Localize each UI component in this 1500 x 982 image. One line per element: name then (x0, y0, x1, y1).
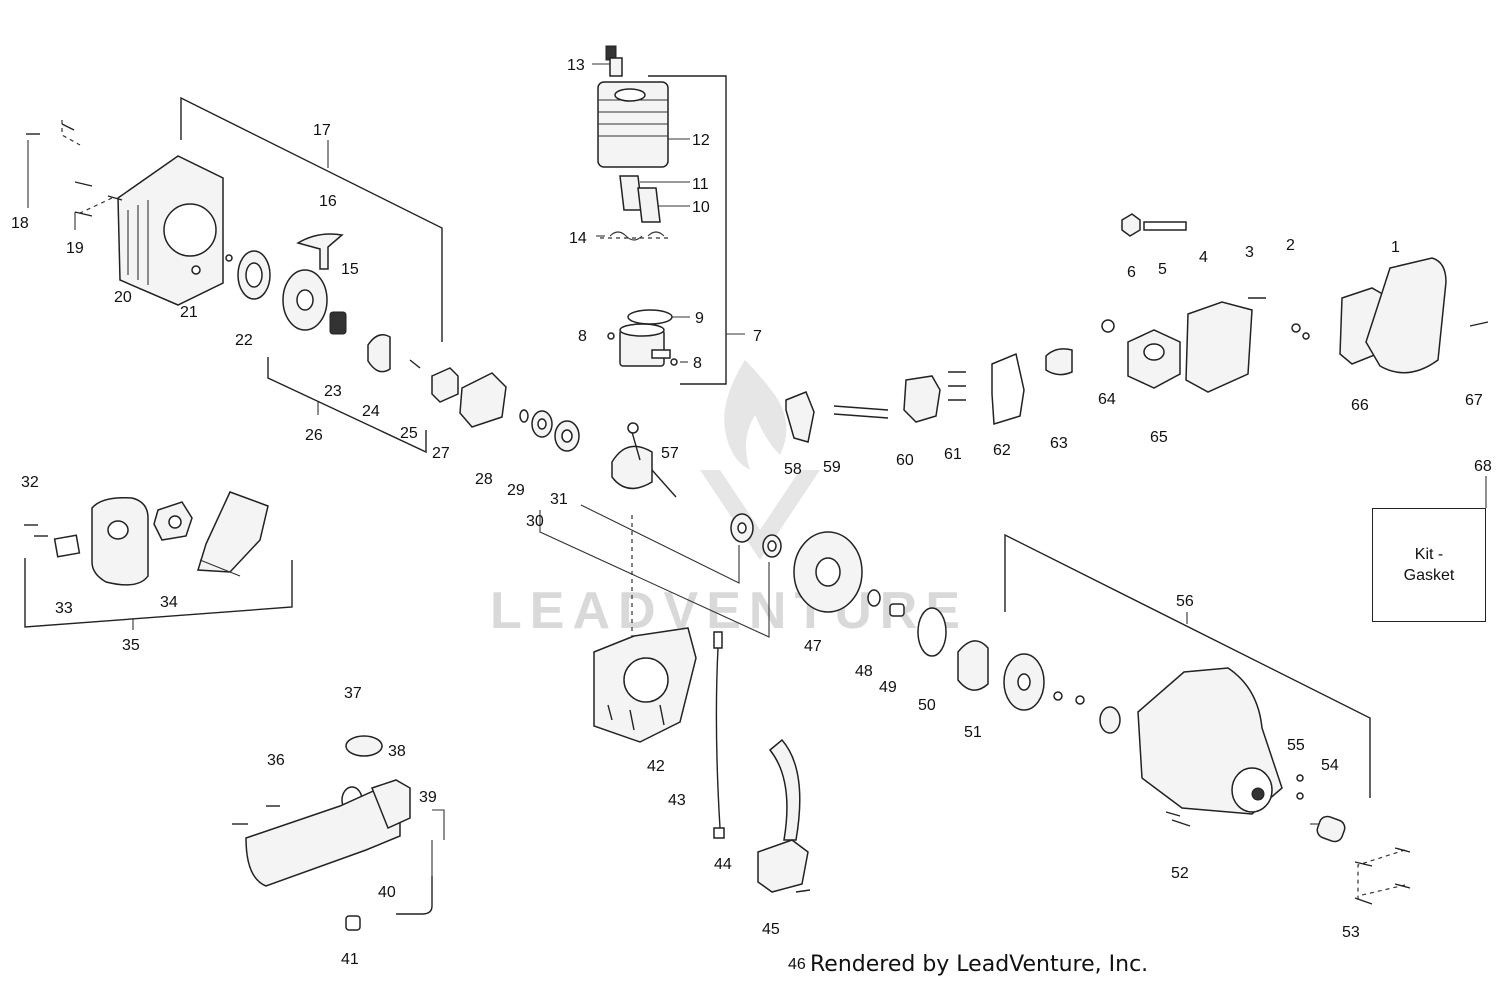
callout-16: 16 (319, 193, 337, 210)
callout-18: 18 (11, 215, 29, 232)
callout-47: 47 (804, 638, 822, 655)
callout-64: 64 (1098, 391, 1116, 408)
callout-61: 61 (944, 446, 962, 463)
callout-43: 43 (668, 792, 686, 809)
watermark-text: LEADVENTURE (490, 582, 968, 640)
callout-65: 65 (1150, 429, 1168, 446)
footer-credit: Rendered by LeadVenture, Inc. (810, 952, 1149, 977)
callout-34: 34 (160, 594, 178, 611)
callout-25: 25 (400, 425, 418, 442)
callout-53: 53 (1342, 924, 1360, 941)
callout-33: 33 (55, 600, 73, 617)
callout-32: 32 (21, 474, 39, 491)
callout-63: 63 (1050, 435, 1068, 452)
gear-housing-drawing (1137, 667, 1283, 815)
callout-67: 67 (1465, 392, 1483, 409)
callout-9: 9 (695, 310, 704, 327)
callout-45: 45 (762, 921, 780, 938)
callout-48: 48 (855, 663, 873, 680)
piston-drawing (619, 323, 671, 367)
callout-52: 52 (1171, 865, 1189, 882)
callout-19: 19 (66, 240, 84, 257)
callout-7: 7 (753, 328, 762, 345)
callout-4: 4 (1199, 249, 1208, 266)
callout-8-left: 8 (578, 328, 587, 345)
callout-29: 29 (507, 482, 525, 499)
fuel-tank-drawing (232, 735, 433, 931)
muffler-drawing (24, 491, 269, 586)
callout-15: 15 (341, 261, 359, 278)
crankshaft-drawing (611, 422, 677, 498)
callout-24: 24 (362, 403, 380, 420)
callout-68: 68 (1474, 458, 1492, 475)
callout-10: 10 (692, 199, 710, 216)
callout-23: 23 (324, 383, 342, 400)
callout-39: 39 (419, 789, 437, 806)
wire-drawing (713, 631, 725, 839)
callout-27: 27 (432, 445, 450, 462)
callout-51: 51 (964, 724, 982, 741)
callout-8-right: 8 (693, 355, 702, 372)
callout-22: 22 (235, 332, 253, 349)
kit-box-line-1: Kit - (1414, 546, 1444, 563)
callout-38: 38 (388, 743, 406, 760)
callout-46: 46 (788, 956, 806, 973)
callout-49: 49 (879, 679, 897, 696)
gasket-kit-box: Kit - Gasket (1372, 508, 1486, 622)
callout-60: 60 (896, 452, 914, 469)
callout-26: 26 (305, 427, 323, 444)
callout-56: 56 (1176, 593, 1194, 610)
callout-55: 55 (1287, 737, 1305, 754)
callout-14: 14 (569, 230, 587, 247)
callout-37: 37 (344, 685, 362, 702)
callout-41: 41 (341, 951, 359, 968)
spark-plug-drawing (605, 45, 623, 77)
callout-13: 13 (567, 57, 585, 74)
callout-57: 57 (661, 445, 679, 462)
callout-28: 28 (475, 471, 493, 488)
callout-17: 17 (313, 122, 331, 139)
callout-12: 12 (692, 132, 710, 149)
watermark: LEADVENTURE (490, 360, 968, 640)
callout-44: 44 (714, 856, 732, 873)
callout-59: 59 (823, 459, 841, 476)
callout-3: 3 (1245, 244, 1254, 261)
callout-1: 1 (1391, 239, 1400, 256)
callout-11: 11 (692, 176, 709, 193)
callout-20: 20 (114, 289, 132, 306)
callout-5: 5 (1158, 261, 1167, 278)
callout-42: 42 (647, 758, 665, 775)
callout-36: 36 (267, 752, 285, 769)
part-drawings (24, 45, 1489, 931)
callout-21: 21 (180, 304, 198, 321)
bracket-lines (24, 63, 1487, 900)
cylinder-drawing (597, 81, 669, 168)
callout-labels: 1 2 3 4 5 6 7 8 8 9 10 11 12 13 14 15 16… (11, 57, 1492, 973)
callout-35: 35 (122, 637, 140, 654)
callout-40: 40 (378, 884, 396, 901)
callout-6: 6 (1127, 264, 1136, 281)
flywheel-drawing (793, 531, 863, 613)
callout-50: 50 (918, 697, 936, 714)
screw-drawings (26, 123, 123, 217)
crankcase-drawing (593, 627, 697, 743)
callout-54: 54 (1321, 757, 1339, 774)
kit-box-line-2: Gasket (1403, 567, 1455, 584)
callout-31: 31 (550, 491, 568, 508)
callout-2: 2 (1286, 237, 1295, 254)
callout-30: 30 (526, 513, 544, 530)
starter-housing-drawing (117, 155, 224, 306)
callout-58: 58 (784, 461, 802, 478)
callout-62: 62 (993, 442, 1011, 459)
callout-66: 66 (1351, 397, 1369, 414)
